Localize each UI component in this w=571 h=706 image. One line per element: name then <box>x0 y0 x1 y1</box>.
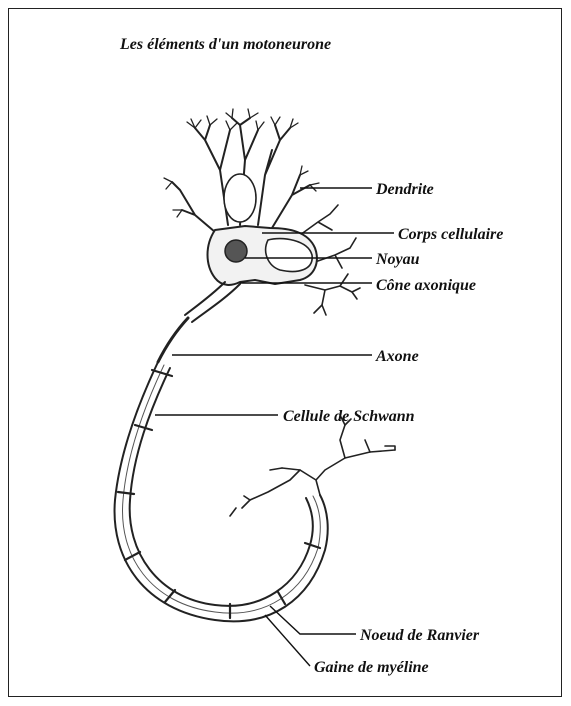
leader-noeud-ranvier <box>270 606 356 634</box>
label-dendrite: Dendrite <box>375 181 434 198</box>
vacuole-upper <box>224 174 256 222</box>
axon-terminal <box>230 417 395 516</box>
label-gaine-myeline: Gaine de myéline <box>314 659 429 676</box>
nucleus <box>225 240 247 262</box>
label-corps-cellulaire: Corps cellulaire <box>398 226 503 243</box>
label-cellule-schwann: Cellule de Schwann <box>283 408 415 425</box>
label-cone-axonique: Cône axonique <box>376 277 476 294</box>
label-noeud-ranvier: Noeud de Ranvier <box>359 627 480 644</box>
neuron-illustration <box>115 109 395 621</box>
myelin-sheath-mid <box>123 365 321 613</box>
axon-hillock <box>185 282 225 315</box>
label-axone: Axone <box>375 348 419 365</box>
myelin-sheath-inner <box>130 368 313 606</box>
label-noyau: Noyau <box>375 251 420 268</box>
myelin-sheath-outer <box>115 362 328 621</box>
